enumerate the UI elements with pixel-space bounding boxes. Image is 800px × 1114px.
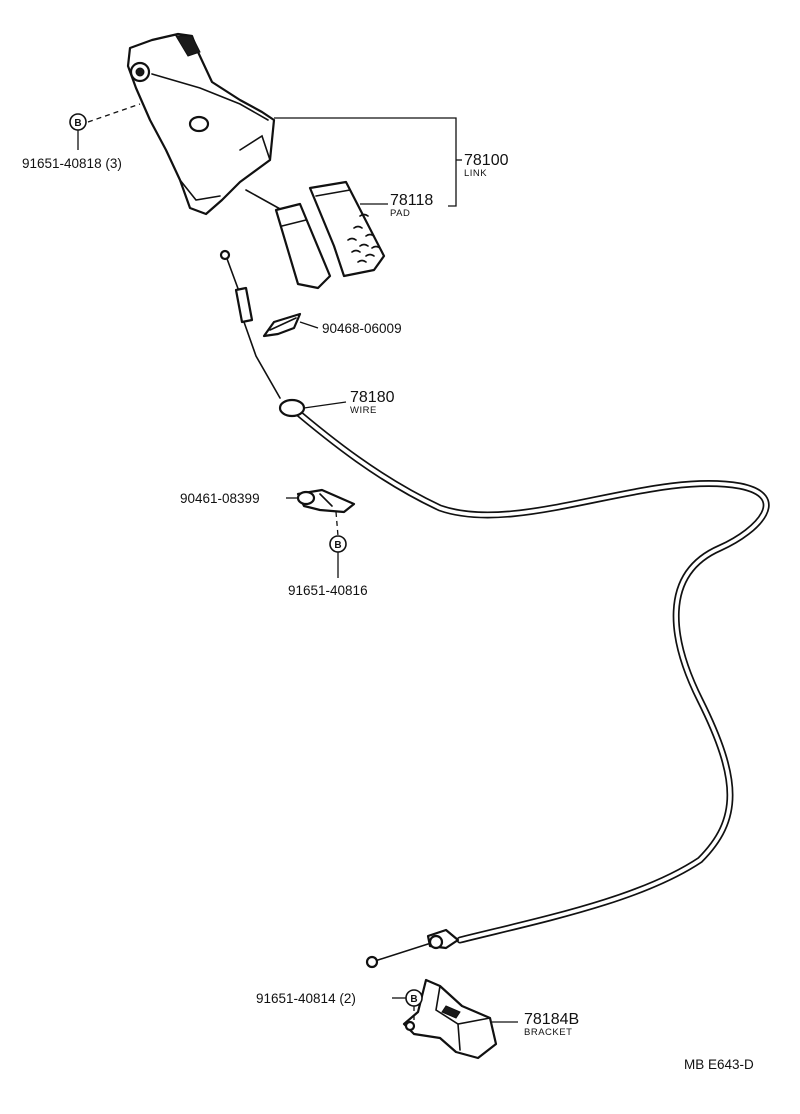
svg-text:B: B [74, 118, 81, 129]
label-bolt-link: 91651-40818 (3) [22, 156, 122, 171]
label-wire-name: WIRE [350, 405, 377, 416]
label-link-name: LINK [464, 168, 487, 179]
bolt-symbol-clamp: B [329, 535, 347, 553]
accelerator-cable-part [219, 249, 770, 969]
label-bolt-clamp: 91651-40816 [288, 583, 368, 598]
label-bracket-number: 78184B [524, 1011, 579, 1028]
svg-text:B: B [410, 994, 417, 1005]
clamp-part [296, 488, 356, 514]
bolt-symbol-bracket: B [405, 989, 423, 1007]
svg-text:B: B [334, 540, 341, 551]
label-link-number: 78100 [464, 152, 509, 169]
label-pad-number: 78118 [390, 192, 433, 209]
pedal-pad-part [274, 180, 386, 290]
pedal-link-part [126, 32, 283, 216]
label-wire-number: 78180 [350, 389, 395, 406]
bracket-part [402, 978, 498, 1060]
label-bolt-bracket: 91651-40814 (2) [256, 991, 356, 1006]
label-clip: 90468-06009 [322, 321, 402, 336]
diagram-code: MB E643-D [684, 1057, 754, 1072]
label-bracket-name: BRACKET [524, 1027, 572, 1038]
label-pad-name: PAD [390, 208, 410, 219]
leader-lines [77, 103, 518, 1023]
clip-part [262, 312, 302, 338]
label-clamp: 90461-08399 [180, 491, 260, 506]
bolt-symbol-link: B [69, 113, 87, 131]
pad-texture [347, 213, 381, 263]
